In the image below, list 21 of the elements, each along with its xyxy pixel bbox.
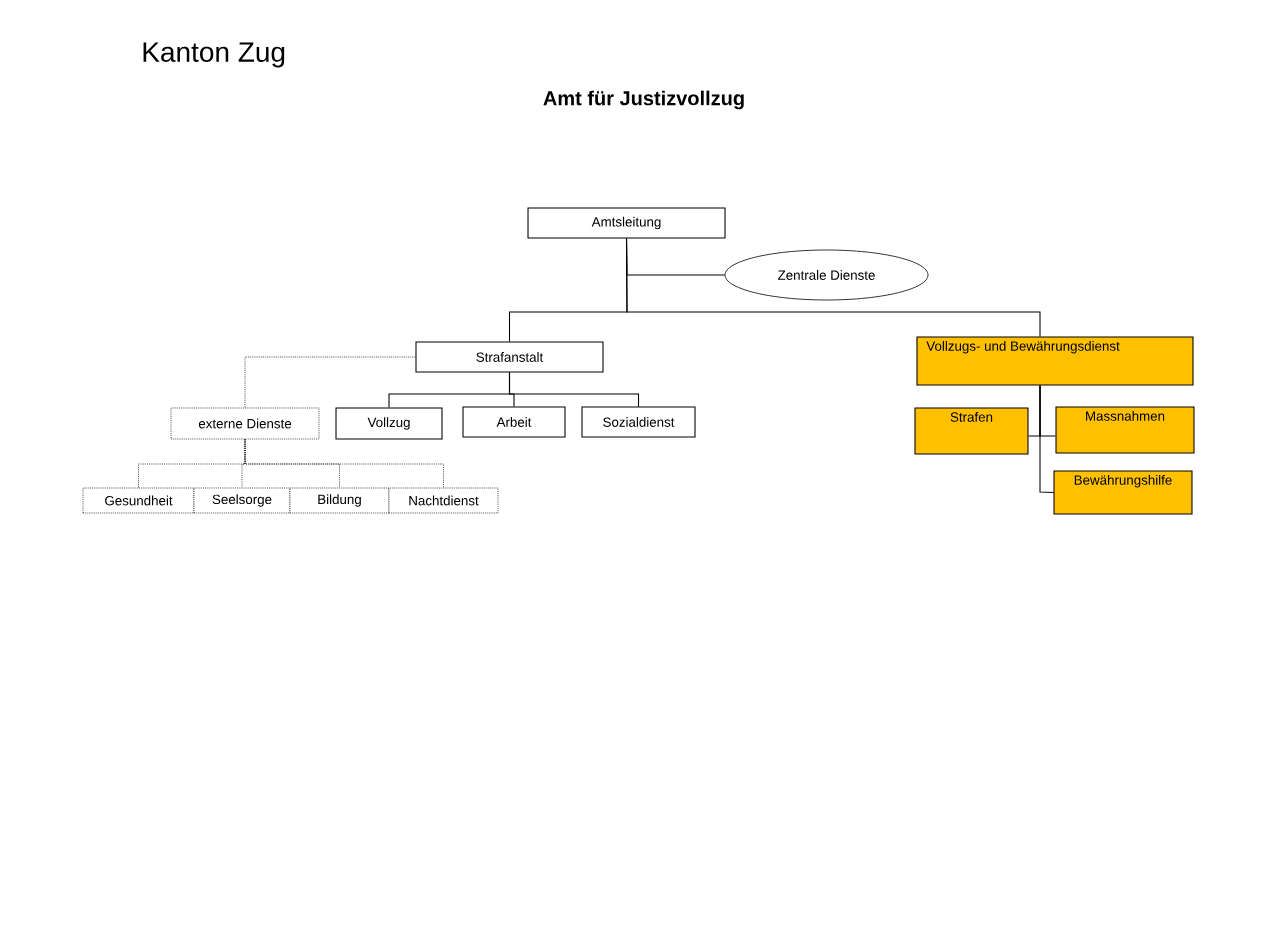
org-box: Gesundheit (82, 487, 195, 514)
connector-line (508, 372, 640, 407)
org-box: Bewährungshilfe (1053, 470, 1193, 515)
connector-line (1039, 385, 1054, 494)
connector-line (244, 439, 444, 488)
org-box: Massnahmen (1055, 406, 1195, 454)
org-box: Nachtdienst (388, 487, 499, 514)
org-box: Vollzugs- und Bewährungsdienst (916, 336, 1194, 386)
org-box: Sozialdienst (581, 406, 696, 438)
org-box: Arbeit (462, 406, 566, 438)
org-box: Bildung (289, 487, 390, 514)
org-box: Strafanstalt (415, 341, 604, 373)
connector-line (244, 356, 416, 408)
header-text: Kanton Zug (143, 42, 285, 68)
org-box: Strafen (914, 407, 1029, 455)
org-box: Vollzug (335, 407, 443, 440)
connector-line (625, 238, 1041, 337)
org-box: Amtsleitung (527, 207, 726, 239)
org-box: externe Dienste (170, 407, 320, 440)
org-box: Seelsorge (193, 487, 291, 514)
title: Amt für Justizvollzug (543, 90, 744, 110)
